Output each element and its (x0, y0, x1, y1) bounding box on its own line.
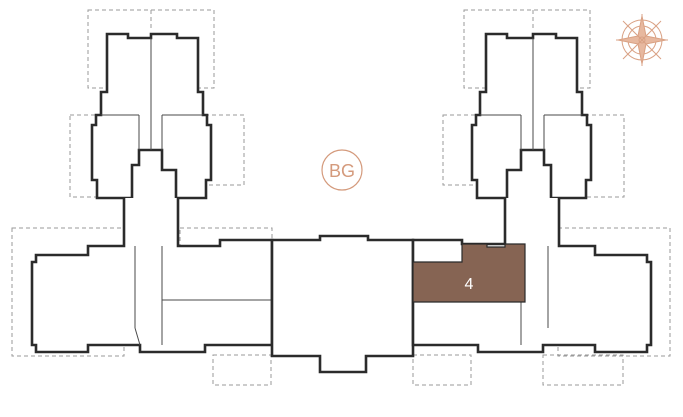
unit-4-shape[interactable] (412, 243, 526, 303)
central-core (270, 234, 415, 374)
right-corridor (411, 198, 653, 354)
right-tower-top[interactable] (470, 32, 593, 200)
floor-badge-label: BG (329, 161, 355, 181)
left-corridor (30, 198, 274, 354)
right-wing (411, 32, 653, 354)
compass-rose-icon (616, 14, 668, 66)
unit-4[interactable]: 4 (412, 243, 526, 303)
unit-4-label: 4 (465, 276, 474, 293)
left-wing (30, 32, 274, 354)
floor-badge: BG (321, 149, 363, 191)
